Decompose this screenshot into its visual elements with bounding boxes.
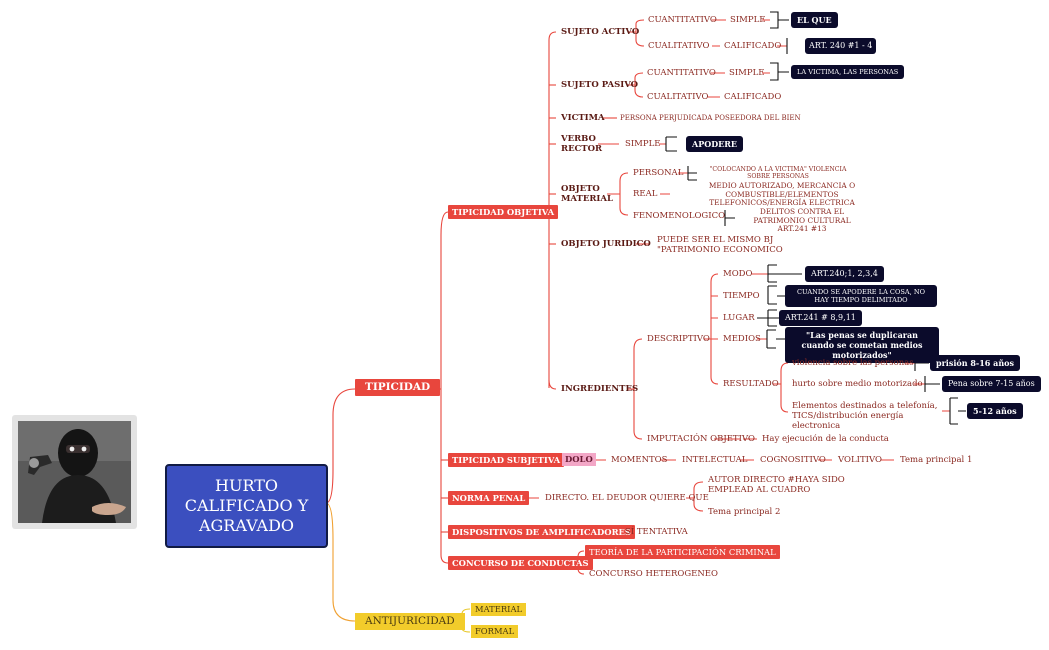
lugar-node[interactable]: LUGAR [723, 313, 755, 323]
objeto-material-node[interactable]: OBJETO MATERIAL [561, 184, 613, 204]
victima-desc[interactable]: PERSONA PERJUDICADA POSEEDORA DEL BIEN [620, 114, 801, 122]
sp-cuantitativo[interactable]: CUANTITATIVO [647, 68, 716, 78]
tiempo-node[interactable]: TIEMPO [723, 291, 760, 301]
verbo-rector-node[interactable]: VERBO RECTOR [561, 134, 603, 154]
om-real-desc[interactable]: MEDIO AUTORIZADO, MERCANCIA O COMBUSTIBL… [708, 181, 856, 208]
medios-box: "Las penas se duplicaran cuando se comet… [785, 327, 939, 363]
sa-cualitativo[interactable]: CUALITATIVO [648, 41, 710, 51]
apodere-box: APODERE [686, 136, 743, 152]
sujeto-pasivo-node[interactable]: SUJETO PASIVO [561, 80, 639, 90]
om-fenom-desc[interactable]: DELITOS CONTRA EL PATRIMONIO CULTURAL AR… [753, 207, 851, 234]
resultado-violencia[interactable]: violencia sobre las personas [792, 358, 914, 368]
autor-directo[interactable]: AUTOR DIRECTO #HAYA SIDO EMPLEAD AL CUAD… [708, 475, 845, 495]
om-fenomenologico[interactable]: FENOMENOLOGICO [633, 211, 726, 221]
sa-calificado[interactable]: CALIFICADO [724, 41, 782, 51]
material-node[interactable]: MATERIAL [471, 603, 527, 616]
resultado-elementos[interactable]: Elementos destinados a telefonía, TICS/d… [792, 401, 938, 431]
lugar-box: ART.241 # 8,9,11 [779, 310, 862, 326]
cognositivo-node[interactable]: COGNOSITIVO [760, 455, 826, 465]
concurso-node[interactable]: CONCURSO DE CONDUCTAS [448, 556, 593, 570]
tiempo-box: CUANDO SE APODERE LA COSA, NO HAY TIEMPO… [785, 285, 937, 307]
modo-node[interactable]: MODO [723, 269, 753, 279]
sa-simple[interactable]: SIMPLE [730, 15, 766, 25]
sa-cuantitativo[interactable]: CUANTITATIVO [648, 15, 717, 25]
momentos-node[interactable]: MOMENTOS [611, 455, 668, 465]
imputacion-node[interactable]: IMPUTACIÓN OBJETIVO [647, 434, 755, 444]
teoria-participacion-node[interactable]: TEORÍA DE LA PARTICIPACIÓN CRIMINAL [585, 545, 780, 559]
resultado-node[interactable]: RESULTADO [723, 379, 779, 389]
tipicidad-objetiva-node[interactable]: TIPICIDAD OBJETIVA [448, 205, 559, 219]
verbo-simple[interactable]: SIMPLE [625, 139, 661, 149]
tipicidad-node[interactable]: TIPICIDAD [355, 379, 441, 396]
robber-illustration-icon [18, 421, 131, 523]
directo-node[interactable]: DIRECTO. EL DEUDOR QUIERE QUE [545, 493, 709, 503]
pena-box: Pena sobre 7-15 años [942, 376, 1041, 392]
modo-box: ART.240;1, 2,3,4 [805, 266, 884, 282]
victima-personas-box: LA VICTIMA, LAS PERSONAS [791, 65, 905, 79]
dispositivos-node[interactable]: DISPOSITIVOS DE AMPLIFICADORES [448, 525, 635, 539]
anios-box: 5-12 años [967, 403, 1023, 419]
om-real[interactable]: REAL [633, 189, 658, 199]
sp-simple[interactable]: SIMPLE [729, 68, 765, 78]
victima-node[interactable]: VICTIMA [561, 113, 605, 123]
oj-desc[interactable]: PUEDE SER EL MISMO BJ "PATRIMONIO ECONOM… [657, 235, 783, 255]
masked-robber-photo [12, 415, 137, 529]
intelectual-node[interactable]: INTELECTUAL [682, 455, 748, 465]
art-240-box: ART. 240 #1 - 4 [805, 38, 876, 54]
norma-penal-node[interactable]: NORMA PENAL [448, 491, 530, 505]
imputacion-desc[interactable]: Hay ejecución de la conducta [762, 434, 889, 444]
tentativa-node[interactable]: SÍ TENTATIVA [625, 527, 688, 537]
sp-calificado[interactable]: CALIFICADO [724, 92, 782, 102]
formal-node[interactable]: FORMAL [471, 625, 519, 638]
om-personal-desc[interactable]: "COLOCANDO A LA VICTIMA" VIOLENCIA SOBRE… [709, 166, 847, 180]
resultado-motorizado[interactable]: hurto sobre medio motorizado [792, 379, 923, 389]
descriptivo-node[interactable]: DESCRIPTIVO [647, 334, 710, 344]
ingredientes-node[interactable]: INGREDIENTES [561, 384, 639, 394]
tipicidad-subjetiva-node[interactable]: TIPICIDAD SUBJETIVA [448, 453, 565, 467]
el-que-box: EL QUE [791, 12, 838, 28]
dolo-node[interactable]: DOLO [562, 453, 596, 466]
antijuricidad-node[interactable]: ANTIJURICIDAD [355, 613, 465, 630]
sp-cualitativo[interactable]: CUALITATIVO [647, 92, 709, 102]
objeto-juridico-node[interactable]: OBJETO JURIDICO [561, 239, 651, 249]
volitivo-node[interactable]: VOLITIVO [838, 455, 882, 465]
medios-node[interactable]: MEDIOS [723, 334, 761, 344]
tema-principal-1[interactable]: Tema principal 1 [900, 455, 973, 465]
concurso-heterogeneo[interactable]: CONCURSO HETEROGENEO [589, 569, 718, 579]
prision-box: prisión 8-16 años [930, 355, 1020, 371]
om-personal[interactable]: PERSONAL [633, 168, 684, 178]
sujeto-activo-node[interactable]: SUJETO ACTIVO [561, 27, 640, 37]
tema-principal-2[interactable]: Tema principal 2 [708, 507, 781, 517]
root-topic[interactable]: HURTO CALIFICADO Y AGRAVADO [165, 464, 328, 548]
